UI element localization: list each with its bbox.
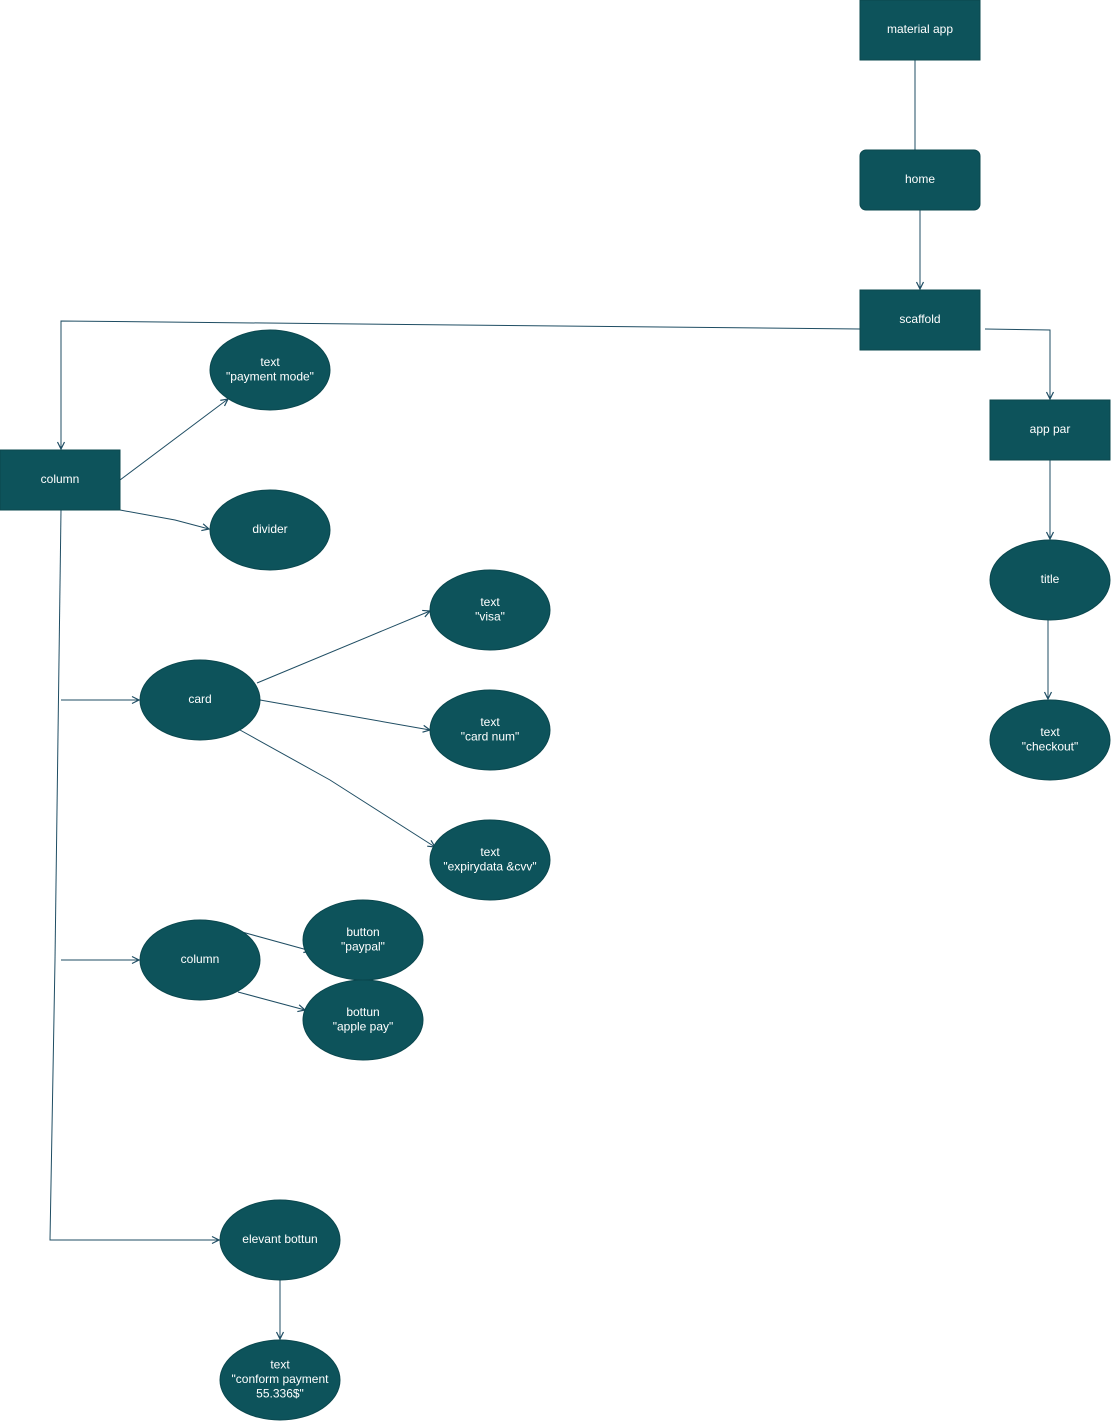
- node-ellipse-shape: [139, 919, 261, 1001]
- node-home[interactable]: home: [859, 149, 981, 211]
- node-label: button: [346, 925, 379, 939]
- node-label: column: [181, 952, 220, 966]
- node-divider[interactable]: divider: [209, 489, 331, 571]
- edge-column-buttons-to-apple-pay: [237, 991, 307, 1013]
- node-ellipse-shape: [989, 699, 1111, 781]
- node-label: scaffold: [899, 312, 940, 326]
- node-ellipse-shape: [219, 1199, 341, 1281]
- node-button-paypal[interactable]: button"paypal": [302, 899, 424, 981]
- node-text-visa[interactable]: text"visa": [429, 569, 551, 651]
- edge-column-trunk-lower: [49, 959, 221, 1245]
- node-label: home: [905, 172, 935, 186]
- edge-column-trunk-upper: [54, 509, 62, 961]
- node-rect-shape: [859, 149, 981, 211]
- node-label: card: [188, 692, 211, 706]
- node-rect-shape: [859, 0, 981, 61]
- edge-column-buttons-to-paypal: [241, 931, 313, 954]
- node-text-expiry-cvv[interactable]: text"expirydata &cvv": [429, 819, 551, 901]
- node-label: column: [41, 472, 80, 486]
- node-label: "apple pay": [333, 1019, 394, 1033]
- node-label: text: [480, 595, 500, 609]
- node-ellipse-shape: [219, 1339, 341, 1421]
- edge-column-to-text-payment-mode: [119, 398, 230, 481]
- node-label: "expirydata &cvv": [443, 859, 536, 873]
- node-label: app par: [1030, 422, 1071, 436]
- node-label: "card num": [461, 729, 520, 743]
- node-text-checkout[interactable]: text"checkout": [989, 699, 1111, 781]
- node-label: 55.336$": [256, 1387, 304, 1401]
- node-column-main[interactable]: column: [0, 449, 121, 511]
- edge-scaffold-to-column: [56, 320, 861, 451]
- node-rect-shape: [0, 449, 121, 511]
- edge-card-to-text-visa: [256, 609, 432, 684]
- node-card[interactable]: card: [139, 659, 261, 741]
- node-label: text: [1040, 725, 1060, 739]
- node-ellipse-shape: [209, 329, 331, 411]
- node-scaffold[interactable]: scaffold: [859, 289, 981, 351]
- edge-column-to-divider: [119, 509, 211, 532]
- node-ellipse-shape: [989, 539, 1111, 621]
- edges: [49, 60, 1055, 1341]
- node-ellipse-shape: [302, 979, 424, 1061]
- node-title[interactable]: title: [989, 539, 1111, 621]
- node-label: elevant bottun: [242, 1232, 317, 1246]
- node-app-bar[interactable]: app par: [989, 399, 1111, 461]
- node-label: material app: [887, 22, 953, 36]
- node-label: text: [270, 1358, 290, 1372]
- node-rect-shape: [859, 289, 981, 351]
- node-ellipse-shape: [209, 489, 331, 571]
- node-label: title: [1041, 572, 1060, 586]
- node-label: text: [480, 845, 500, 859]
- node-label: "payment mode": [226, 369, 314, 383]
- edge-card-to-text-expiry-cvv: [239, 729, 437, 848]
- node-column-buttons[interactable]: column: [139, 919, 261, 1001]
- node-label: "conform payment: [232, 1372, 330, 1386]
- node-elevated-button[interactable]: elevant bottun: [219, 1199, 341, 1281]
- node-label: text: [260, 355, 280, 369]
- edge-card-to-text-card-num: [259, 699, 432, 733]
- node-text-card-num[interactable]: text"card num": [429, 689, 551, 771]
- node-rect-shape: [989, 399, 1111, 461]
- node-ellipse-shape: [429, 689, 551, 771]
- node-text-payment-mode[interactable]: text"payment mode": [209, 329, 331, 411]
- node-ellipse-shape: [429, 569, 551, 651]
- node-label: "paypal": [341, 939, 385, 953]
- node-label: bottun: [346, 1005, 379, 1019]
- node-ellipse-shape: [139, 659, 261, 741]
- edge-scaffold-to-app-bar: [984, 328, 1055, 401]
- node-label: "checkout": [1022, 739, 1079, 753]
- node-label: text: [480, 715, 500, 729]
- node-button-apple-pay[interactable]: bottun"apple pay": [302, 979, 424, 1061]
- node-label: "visa": [475, 609, 505, 623]
- node-material-app[interactable]: material app: [859, 0, 981, 61]
- node-ellipse-shape: [429, 819, 551, 901]
- node-label: divider: [252, 522, 287, 536]
